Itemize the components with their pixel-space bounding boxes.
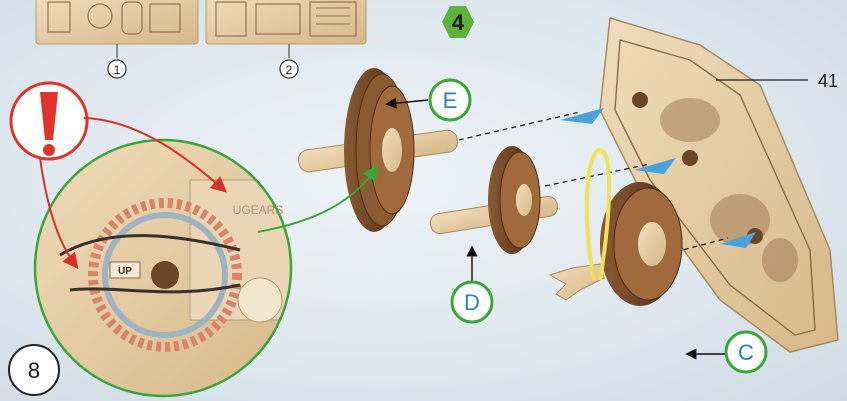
step-number: 4 [452, 10, 465, 35]
sheet-thumbnail-2 [206, 0, 366, 44]
sheet-thumbnail-1 [36, 0, 198, 44]
assembly-d [429, 146, 559, 254]
part-number-41: 41 [818, 71, 838, 91]
detail-step-number: 8 [28, 358, 40, 383]
label-d: D [464, 290, 480, 315]
sheet-ref-1: 1 [114, 63, 121, 77]
label-e: E [443, 88, 458, 113]
sheet-ref-2: 2 [286, 63, 293, 77]
warning-marker [11, 83, 87, 159]
detail-brand-text: UGEARS [233, 203, 284, 217]
label-c: C [738, 340, 754, 365]
detail-magnifier [30, 140, 310, 400]
detail-up-text: UP [118, 266, 132, 277]
